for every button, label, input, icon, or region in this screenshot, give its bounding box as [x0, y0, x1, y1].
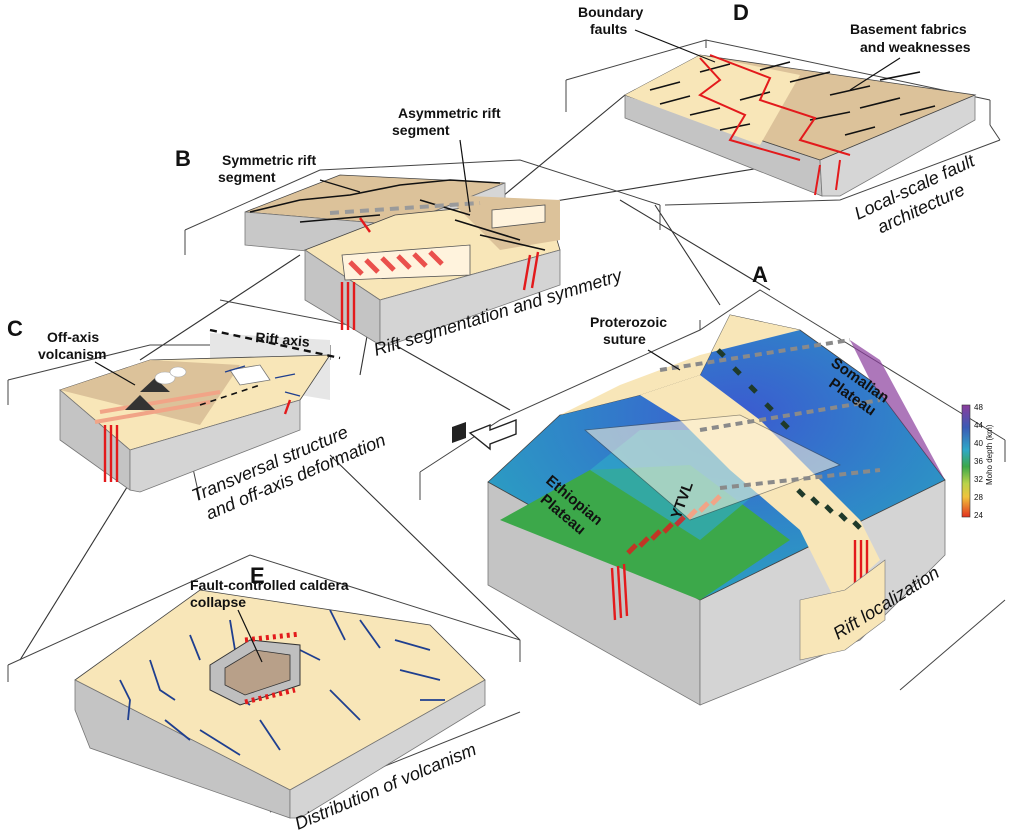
panel-d-block: [565, 39, 1001, 206]
panel-b-axis-back: [329, 201, 481, 215]
volc-leader: [94, 361, 136, 386]
direction-cube-icon: [452, 422, 466, 443]
colorbar-title: Moho depth (km): [985, 424, 994, 485]
colorbar-tick: 40: [974, 439, 983, 448]
asym-leader: [459, 139, 471, 213]
panel-e-block: [7, 554, 521, 819]
moho-colorbar: 48 44 40 36 32 28 24 Moho depth (km): [961, 403, 994, 520]
direction-arrow-icon: [468, 418, 517, 451]
colorbar-tick: 24: [974, 511, 983, 520]
panel-c-block: [7, 328, 341, 501]
panel-e-callout-caldera: Fault-controlled caldera collapse: [190, 577, 353, 610]
panel-a-callout-suture: Proterozoic suture: [590, 314, 671, 347]
basement-leader: [849, 57, 901, 91]
callout-boundary-line1: Boundary: [578, 4, 644, 20]
colorbar-tick: 48: [974, 403, 983, 412]
panel-a-block: [419, 289, 1006, 706]
panel-c-callout-volc: Off-axis volcanism: [38, 329, 106, 362]
sym-leader: [319, 179, 361, 193]
panel-c-callout-axis: Rift axis: [255, 329, 311, 350]
panel-c-letter: C: [7, 316, 23, 341]
panel-a-letter: A: [752, 262, 768, 287]
boundary-leader: [634, 29, 716, 63]
panel-b-callout-asym: Asymmetric rift segment: [392, 105, 505, 138]
colorbar-tick: 32: [974, 475, 983, 484]
caldera-leader: [237, 609, 263, 663]
colorbar-tick: 28: [974, 493, 983, 502]
callout-boundary-line2: faults: [590, 21, 628, 37]
panel-b-block: [184, 159, 661, 346]
suture-leader: [647, 349, 681, 371]
rift-axis-line: [209, 328, 341, 360]
panel-d-callout-basement: Basement fabrics and weaknesses: [850, 21, 971, 55]
panel-e-letter: E: [250, 563, 265, 588]
panel-b-callout-sym: Symmetric rift segment: [218, 152, 320, 185]
colorbar-tick: 44: [974, 421, 983, 430]
panel-b-letter: B: [175, 146, 191, 171]
panel-d-letter: D: [733, 0, 749, 25]
panel-d-callout-boundary: Boundary faults: [578, 4, 647, 37]
colorbar-tick: 36: [974, 457, 983, 466]
